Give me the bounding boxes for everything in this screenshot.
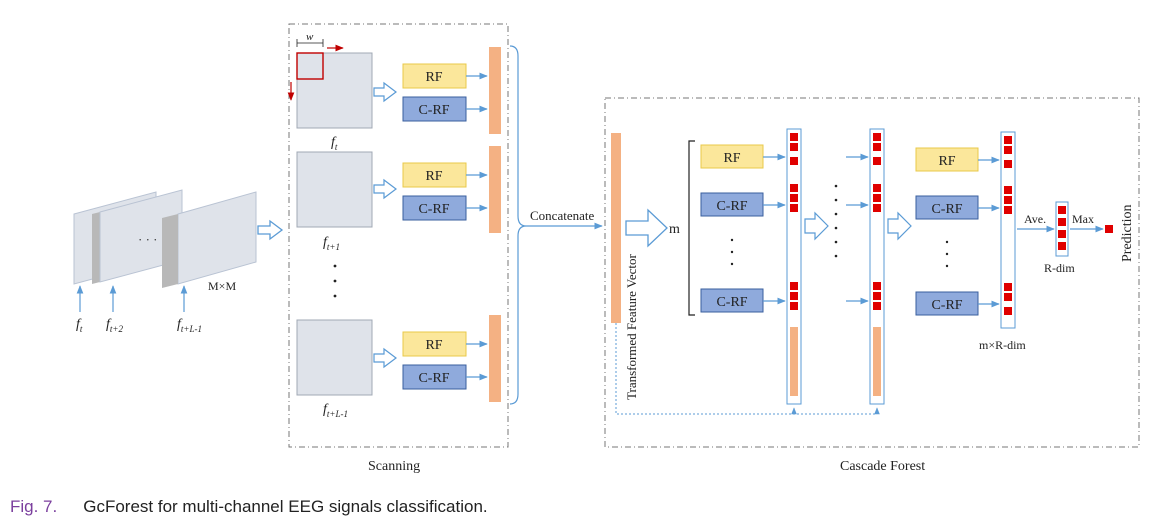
input-frames: · · · M×M ft ft+2 ft+L-1 (73, 189, 257, 334)
level1-to-dots-arrow (804, 211, 829, 241)
scan-frame-2 (296, 151, 373, 228)
scan-window (296, 52, 324, 80)
input-frame-shadow-1 (92, 212, 100, 284)
input-ellipsis: · · · (138, 232, 158, 247)
scan-rf-1-label: RF (425, 70, 442, 85)
scan-rf-3-label: RF (425, 338, 442, 353)
level1-rf-label: RF (723, 151, 740, 166)
scan-window-label: w (306, 31, 314, 43)
scan-crf-3-label: C-RF (418, 371, 449, 386)
input-frame-3 (177, 191, 257, 285)
mr-dim-label: m×R-dim (979, 338, 1026, 352)
scan-crf-2-label: C-RF (418, 202, 449, 217)
scan-output-bar-3 (489, 315, 501, 402)
scan-arrow-1 (373, 81, 397, 103)
scan-crf-3 (402, 364, 467, 390)
scan-vertical-dots (333, 264, 337, 298)
final-crf-2-label: C-RF (931, 298, 962, 313)
scan-rf-3 (402, 331, 467, 357)
tfv-label: Transformed Feature Vector (624, 253, 639, 400)
scan-frame-3 (296, 319, 373, 396)
levelN-input-vector (869, 128, 885, 405)
cascade-box (604, 97, 1140, 448)
level1-crf-1-label: C-RF (716, 199, 747, 214)
input-size-label: M×M (208, 279, 236, 293)
scan-frame-1-label: ft (331, 135, 338, 152)
figure-caption-text: GcForest for multi-channel EEG signals c… (83, 497, 488, 516)
scan-frame-2-label: ft+1 (323, 235, 340, 252)
scan-output-bar-2 (489, 146, 501, 233)
scan-arrow-2 (373, 178, 397, 200)
tfv-arrow (625, 208, 668, 248)
tfv-bar (611, 133, 621, 323)
level1-bracket (688, 140, 695, 316)
r-dim-vector (1055, 201, 1069, 257)
scan-rf-1 (402, 63, 467, 89)
input-label-ftl1: ft+L-1 (177, 317, 202, 334)
prediction-label: Prediction (1120, 204, 1135, 262)
scan-crf-1-label: C-RF (418, 103, 449, 118)
gcforest-diagram: · · · M×M ft ft+2 ft+L-1 Scanning w ft f… (73, 23, 1140, 474)
figure-caption: Fig. 7. GcForest for multi-channel EEG si… (10, 497, 488, 517)
max-label: Max (1072, 212, 1094, 226)
r-dim-label: R-dim (1044, 261, 1075, 275)
concat-brace (509, 45, 527, 405)
ave-label: Ave. (1024, 212, 1046, 226)
feedback-loop (615, 323, 878, 415)
scan-rf-2 (402, 162, 467, 188)
concat-label: Concatenate (530, 208, 594, 223)
cascade-title: Cascade Forest (840, 459, 925, 474)
between-level-dots (834, 184, 838, 258)
level1-dots (730, 238, 734, 266)
final-dots (945, 240, 949, 268)
level1-output-vector (786, 128, 802, 405)
prediction-cell (1105, 225, 1113, 233)
m-label: m (669, 222, 680, 237)
scan-frame-1 (296, 52, 373, 129)
scan-arrow-3 (373, 347, 397, 369)
figure-number: Fig. 7. (10, 497, 58, 516)
final-crf-1-label: C-RF (931, 202, 962, 217)
input-label-ft2: ft+2 (106, 317, 123, 334)
levelN-arrow (887, 211, 912, 241)
input-frame-shadow-2 (162, 214, 178, 288)
level1-crf-2-label: C-RF (716, 295, 747, 310)
scan-output-bar-1 (489, 47, 501, 134)
scanning-box (288, 23, 509, 448)
scan-crf-2 (402, 195, 467, 221)
scan-rf-2-label: RF (425, 169, 442, 184)
scan-frame-3-label: ft+L-1 (323, 402, 348, 419)
input-to-scanning-arrow (257, 219, 284, 241)
input-label-ft: ft (76, 317, 83, 334)
scanning-title: Scanning (368, 459, 420, 474)
final-rf-label: RF (938, 154, 955, 169)
final-output-vector (1000, 131, 1016, 329)
